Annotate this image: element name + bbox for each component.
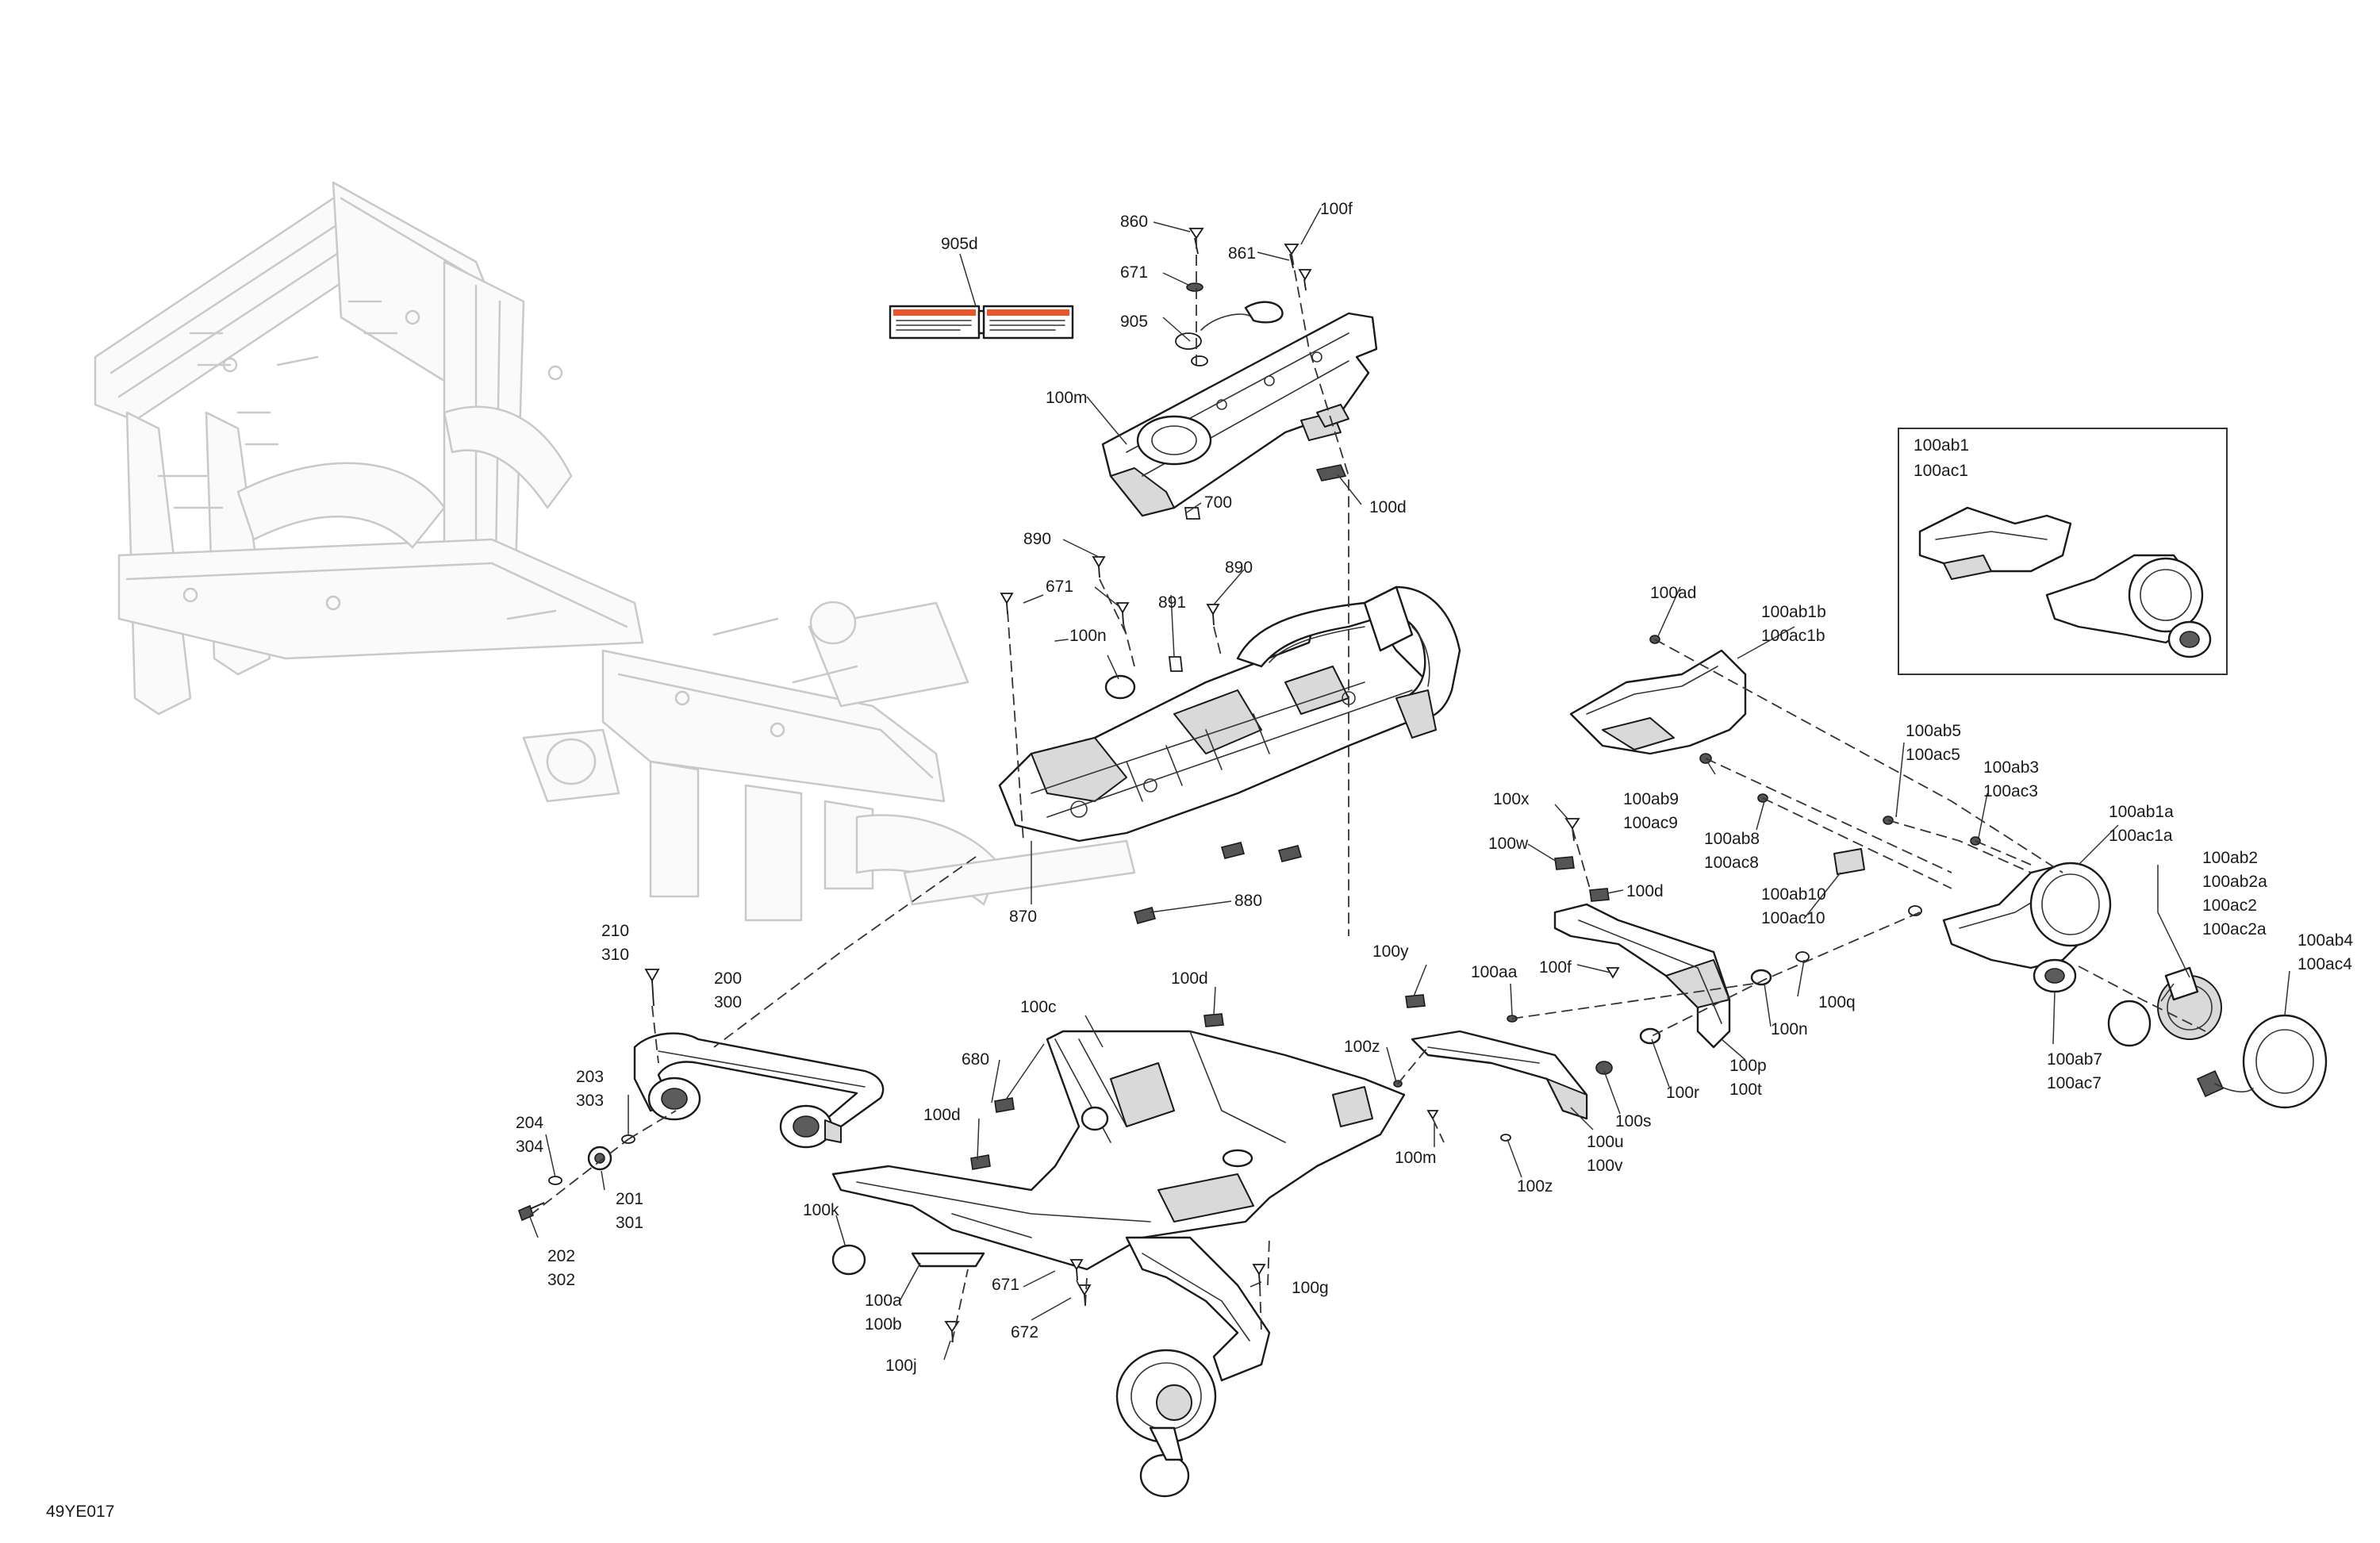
callout-label: 100t bbox=[1729, 1080, 1762, 1099]
callout-label: 905d bbox=[941, 235, 978, 253]
callout-label: 100ab2 bbox=[2202, 849, 2258, 867]
callout-label: 100ab5 bbox=[1906, 722, 1961, 740]
callout-label: 100ab1 bbox=[1914, 436, 1969, 455]
callout-label: 100a bbox=[865, 1292, 902, 1310]
callout-label: 310 bbox=[601, 946, 629, 964]
callout-label: 860 bbox=[1120, 213, 1148, 231]
callout-label: 700 bbox=[1204, 493, 1232, 512]
callout-label: 100s bbox=[1615, 1112, 1652, 1130]
callout-label: 100ab1a bbox=[2109, 803, 2174, 821]
callout-label: 861 bbox=[1228, 244, 1256, 263]
callout-label: 100w bbox=[1488, 835, 1529, 853]
callout-label: 100ab4 bbox=[2297, 931, 2353, 950]
callout-label: 100v bbox=[1587, 1157, 1623, 1175]
callout-label: 905 bbox=[1120, 313, 1148, 331]
figure-code: 49YE017 bbox=[46, 1503, 114, 1521]
callout-label: 100m bbox=[1046, 389, 1088, 407]
callout-label: 672 bbox=[1011, 1323, 1038, 1341]
center-console-body bbox=[998, 585, 1461, 843]
callout-label: 303 bbox=[576, 1092, 604, 1110]
callout-label: 100n bbox=[1771, 1020, 1808, 1038]
callout-label: 100d bbox=[1171, 969, 1208, 988]
callout-label: 100d bbox=[1369, 498, 1407, 516]
callout-label: 100ab1b bbox=[1761, 603, 1826, 621]
assembly-lines bbox=[529, 238, 2206, 1343]
callout-label: 304 bbox=[516, 1138, 543, 1156]
grab-bar-hardware bbox=[518, 969, 660, 1222]
callout-label: 890 bbox=[1023, 530, 1051, 548]
callout-label: 100m bbox=[1395, 1149, 1437, 1167]
callout-label: 870 bbox=[1009, 908, 1037, 926]
callout-label: 100ab8 bbox=[1704, 830, 1760, 848]
callout-label: 891 bbox=[1158, 593, 1186, 612]
callout-label: 100ac1 bbox=[1914, 462, 1968, 480]
speaker-pod-main bbox=[1569, 649, 2328, 1109]
callout-label: 100p bbox=[1729, 1057, 1767, 1075]
lower-panel-hardware bbox=[831, 1013, 1266, 1343]
callout-label: 100ac2 bbox=[2202, 896, 2257, 915]
callout-label: 100ac7 bbox=[2047, 1074, 2102, 1092]
ghost-chassis-frame bbox=[94, 181, 1136, 922]
callout-label: 100q bbox=[1818, 993, 1856, 1011]
callout-label: 100ac9 bbox=[1623, 814, 1678, 832]
callout-label: 100f bbox=[1539, 958, 1572, 977]
inset-frame bbox=[1898, 428, 2228, 675]
callout-label: 100r bbox=[1666, 1084, 1699, 1102]
callout-label: 100ac8 bbox=[1704, 854, 1759, 872]
callout-label: 890 bbox=[1225, 558, 1253, 577]
callout-label: 100ab7 bbox=[2047, 1050, 2102, 1069]
callout-label: 202 bbox=[547, 1247, 575, 1265]
callout-label: 100d bbox=[923, 1106, 961, 1124]
callout-label: 203 bbox=[576, 1068, 604, 1086]
callout-label: 100z bbox=[1344, 1038, 1380, 1056]
callout-label: 100g bbox=[1292, 1279, 1329, 1297]
inset-speaker-assembly bbox=[1918, 506, 2212, 658]
callout-label: 100b bbox=[865, 1315, 902, 1334]
callout-label: 100ac2a bbox=[2202, 920, 2267, 938]
leader-lines bbox=[529, 207, 2290, 1361]
grab-bar bbox=[633, 1032, 885, 1149]
callout-label: 100ac1a bbox=[2109, 827, 2173, 845]
top-console-cover bbox=[1101, 312, 1378, 517]
callout-label: 100ac10 bbox=[1761, 909, 1825, 927]
callout-label: 100f bbox=[1320, 200, 1353, 218]
lower-side-panel bbox=[831, 1030, 1406, 1498]
callout-label: 300 bbox=[714, 993, 742, 1011]
warning-decal bbox=[889, 305, 1074, 340]
callout-label: 100j bbox=[885, 1357, 917, 1375]
callout-label: 100x bbox=[1493, 790, 1530, 808]
callout-label: 210 bbox=[601, 922, 629, 940]
center-console-hardware bbox=[1000, 556, 1302, 924]
callout-label: 200 bbox=[714, 969, 742, 988]
callout-label: 100ab3 bbox=[1983, 758, 2039, 777]
callout-label: 100ac4 bbox=[2297, 955, 2352, 973]
callout-label: 880 bbox=[1234, 892, 1262, 910]
callout-label: 301 bbox=[616, 1214, 643, 1232]
callout-label: 100ab9 bbox=[1623, 790, 1679, 808]
callout-label: 201 bbox=[616, 1190, 643, 1208]
callout-label: 100aa bbox=[1471, 963, 1518, 981]
callout-label: 100z bbox=[1517, 1177, 1553, 1196]
callout-label: 100u bbox=[1587, 1133, 1624, 1151]
speaker-hardware bbox=[1649, 635, 1981, 916]
callout-label: 671 bbox=[992, 1276, 1019, 1294]
callout-labels: 905d 860 100f 861 671 905 100m 700 100d … bbox=[46, 200, 2353, 1521]
callout-label: 671 bbox=[1046, 578, 1073, 596]
callout-label: 680 bbox=[962, 1050, 989, 1069]
callout-label: 100ac5 bbox=[1906, 746, 1960, 764]
callout-label: 100k bbox=[803, 1201, 839, 1219]
callout-label: 100y bbox=[1372, 942, 1409, 961]
callout-label: 100ab10 bbox=[1761, 885, 1826, 904]
callout-label: 100c bbox=[1020, 998, 1057, 1016]
callout-label: 100ac3 bbox=[1983, 782, 2038, 800]
callout-label: 100n bbox=[1069, 627, 1107, 645]
callout-label: 671 bbox=[1120, 263, 1148, 282]
callout-label: 204 bbox=[516, 1114, 543, 1132]
callout-label: 100ad bbox=[1650, 584, 1696, 602]
callout-label: 100d bbox=[1626, 882, 1664, 900]
callout-label: 100ab2a bbox=[2202, 873, 2267, 891]
callout-label: 100ac1b bbox=[1761, 627, 1825, 645]
callout-label: 302 bbox=[547, 1271, 575, 1289]
